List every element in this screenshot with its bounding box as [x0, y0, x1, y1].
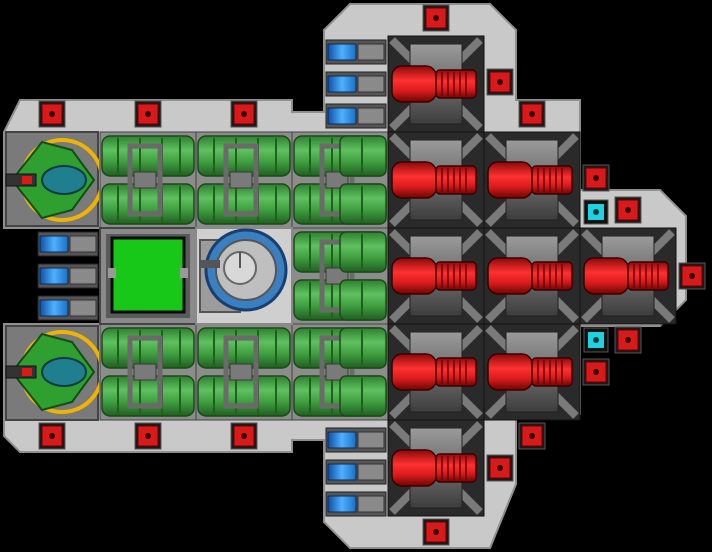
cockpit-module — [99, 227, 197, 325]
thruster-module — [579, 227, 677, 325]
red-node-light — [38, 100, 66, 128]
thruster-module — [387, 35, 485, 133]
red-node-light — [518, 100, 546, 128]
red-node-light — [422, 518, 450, 546]
blue-light-panel — [37, 231, 99, 257]
fuel-tank-module — [339, 231, 387, 321]
blue-light-panel — [325, 39, 387, 65]
thruster-module — [387, 419, 485, 517]
blue-light-panel — [37, 263, 99, 289]
red-node-light — [486, 68, 514, 96]
thruster-module — [387, 227, 485, 325]
red-node-light — [230, 422, 258, 450]
red-node-light — [486, 454, 514, 482]
red-node-light — [230, 100, 258, 128]
red-node-light — [614, 326, 642, 354]
fuel-tank-module — [339, 135, 387, 225]
thruster-module — [483, 323, 581, 421]
red-node-light — [582, 164, 610, 192]
red-node-light — [134, 100, 162, 128]
blue-light-panel — [325, 103, 387, 129]
blue-light-panel — [325, 491, 387, 517]
blue-light-panel — [325, 427, 387, 453]
cyan-light-top — [583, 199, 609, 225]
blue-light-panel — [37, 295, 99, 321]
fighter-craft — [5, 330, 104, 414]
fuel-tank-module — [195, 131, 293, 229]
fuel-tank-module — [195, 323, 293, 421]
blue-light-panel — [325, 71, 387, 97]
red-node-light — [678, 262, 706, 290]
red-node-light — [614, 196, 642, 224]
fuel-tank-module — [339, 327, 387, 417]
thruster-module — [387, 323, 485, 421]
red-node-light — [422, 4, 450, 32]
red-node-light — [518, 422, 546, 450]
red-node-light — [38, 422, 66, 450]
fuel-tank-module — [99, 323, 197, 421]
fighter-craft — [5, 138, 104, 222]
red-node-light — [582, 358, 610, 386]
command-core — [195, 227, 293, 325]
blue-light-panel — [325, 459, 387, 485]
cyan-light-bottom — [583, 327, 609, 353]
fuel-tank-module — [99, 131, 197, 229]
thruster-module — [483, 131, 581, 229]
thruster-module — [387, 131, 485, 229]
thruster-module — [483, 227, 581, 325]
red-node-light — [134, 422, 162, 450]
